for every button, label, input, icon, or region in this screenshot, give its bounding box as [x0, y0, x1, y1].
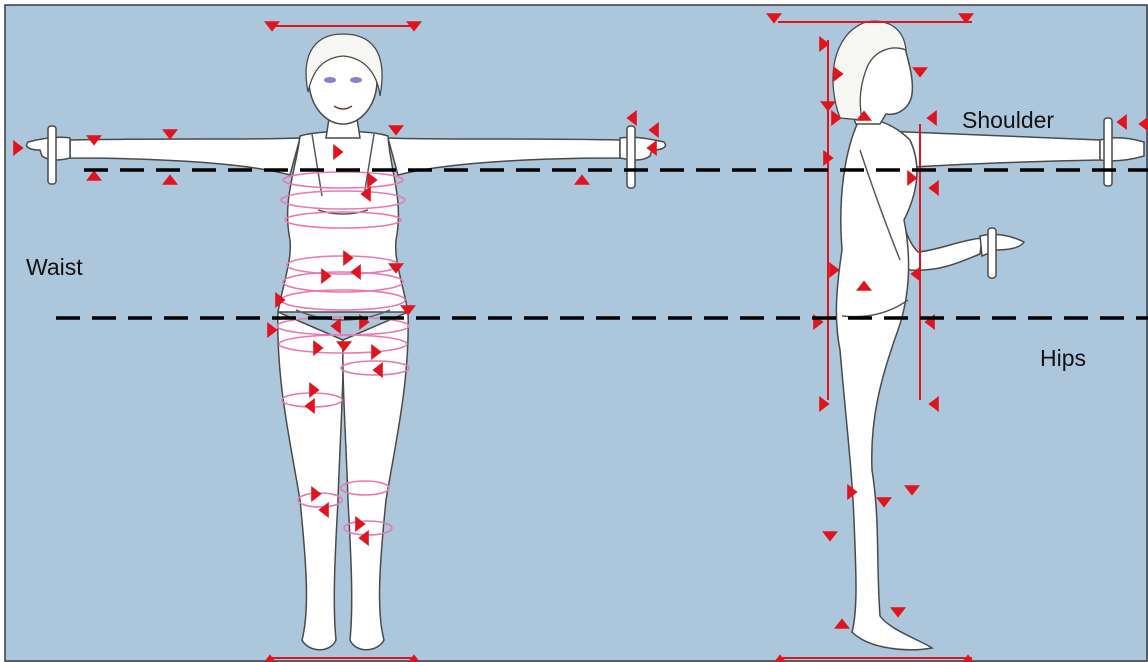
front-left-handle: [48, 126, 56, 184]
front-left-eye: [324, 77, 336, 83]
waist-label: Waist: [26, 254, 83, 280]
front-torso: [278, 132, 408, 313]
hips-label: Hips: [1040, 345, 1086, 371]
shoulder-label: Shoulder: [962, 107, 1054, 133]
side-lower-handle: [988, 228, 996, 278]
front-right-eye: [350, 77, 362, 83]
front-right-handle: [627, 126, 635, 188]
background-panel: [5, 5, 1148, 662]
side-top-handle: [1104, 118, 1112, 186]
